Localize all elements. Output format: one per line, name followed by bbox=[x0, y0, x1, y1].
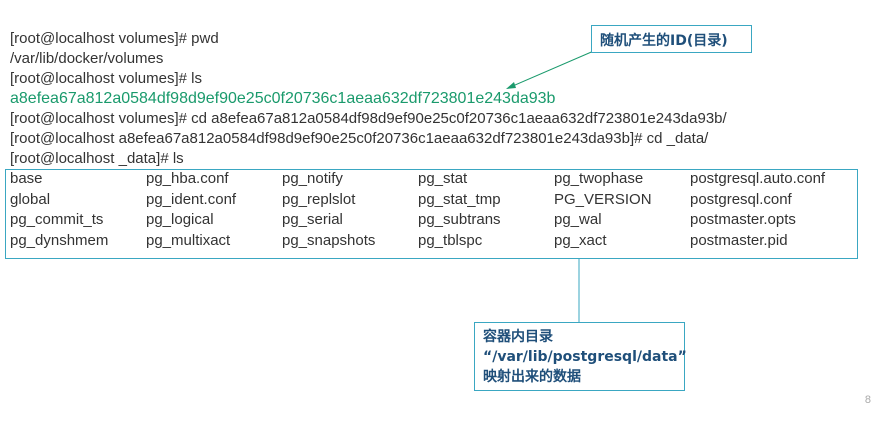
listing-item: postgresql.conf bbox=[690, 190, 792, 208]
listing-item: pg_hba.conf bbox=[146, 170, 229, 187]
listing-item: pg_multixact bbox=[146, 231, 231, 249]
listing-item: global bbox=[10, 190, 51, 208]
mount-annotation-line-2: “/var/lib/postgresql/data” bbox=[483, 349, 687, 365]
listing-item: PG_VERSION bbox=[554, 190, 652, 208]
volume-id-annotation: 随机产生的ID(目录) bbox=[591, 25, 752, 53]
listing-item: postmaster.pid bbox=[690, 231, 788, 249]
listing-item: pg_serial bbox=[282, 211, 343, 228]
terminal-line-cd-volume: [root@localhost volumes]# cd a8efea67a81… bbox=[10, 110, 727, 127]
listing-item: pg_commit_ts bbox=[10, 211, 104, 228]
page-number: 8 bbox=[864, 394, 871, 406]
mount-annotation: 容器内目录 “/var/lib/postgresql/data” 映射出来的数据 bbox=[474, 322, 687, 391]
terminal-line-ls-cmd: [root@localhost volumes]# ls bbox=[10, 70, 202, 87]
terminal-line-pwd-output: /var/lib/docker/volumes bbox=[10, 50, 164, 67]
terminal-line-cd-data: [root@localhost a8efea67a812a0584df98d9e… bbox=[10, 130, 709, 147]
listing-item: pg_wal bbox=[554, 211, 602, 228]
mount-annotation-line-3: 映射出来的数据 bbox=[483, 369, 581, 385]
listing-item: pg_stat_tmp bbox=[418, 190, 501, 208]
listing-item: pg_stat bbox=[418, 170, 468, 187]
listing-item: pg_logical bbox=[146, 211, 214, 228]
listing-item: pg_tblspc bbox=[418, 231, 483, 249]
terminal-line-pwd-cmd: [root@localhost volumes]# pwd bbox=[10, 30, 219, 47]
listing-item: pg_twophase bbox=[554, 170, 644, 187]
listing-item: pg_subtrans bbox=[418, 211, 501, 228]
arrow-head-icon bbox=[506, 82, 516, 89]
terminal-line-volume-id: a8efea67a812a0584df98d9ef90e25c0f20736c1… bbox=[10, 90, 556, 107]
listing-item: postmaster.opts bbox=[690, 211, 796, 228]
listing-item: base bbox=[10, 170, 43, 187]
listing-item: pg_xact bbox=[554, 231, 607, 249]
listing-item: postgresql.auto.conf bbox=[690, 170, 826, 187]
listing-item: pg_notify bbox=[282, 170, 343, 187]
listing-item: pg_snapshots bbox=[282, 231, 376, 249]
mount-annotation-line-1: 容器内目录 bbox=[483, 329, 553, 345]
listing-item: pg_dynshmem bbox=[10, 231, 109, 249]
listing-item: pg_ident.conf bbox=[146, 190, 237, 208]
listing-highlight-box bbox=[5, 169, 858, 259]
id-note-pointer-line bbox=[507, 49, 597, 89]
listing-item: pg_replslot bbox=[282, 190, 356, 208]
terminal-line-ls-data: [root@localhost _data]# ls bbox=[10, 150, 184, 167]
data-directory-listing: base pg_hba.conf pg_notify pg_stat pg_tw… bbox=[10, 170, 860, 252]
